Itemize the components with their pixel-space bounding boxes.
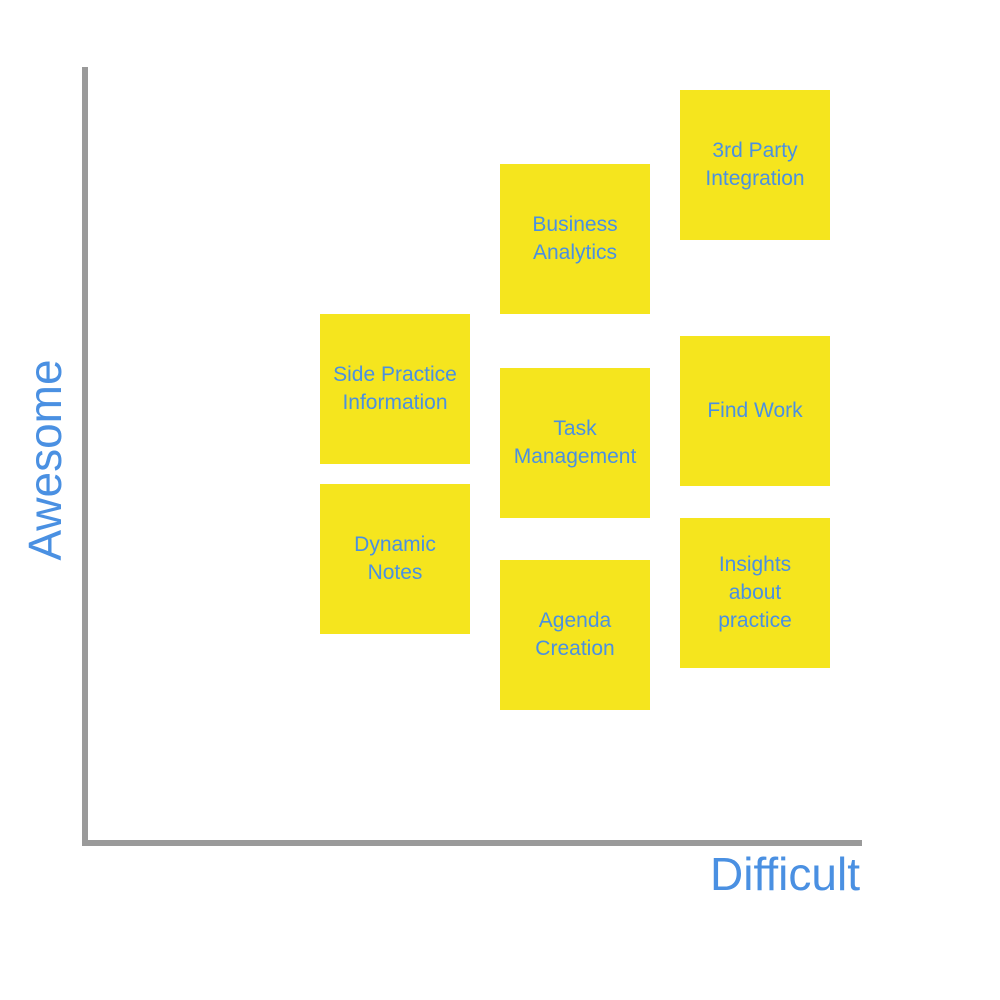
sticky-note-label: Insights about practice — [718, 553, 792, 632]
sticky-note-find-work[interactable]: Find Work — [680, 336, 830, 486]
sticky-note-insights-about-practice[interactable]: Insights about practice — [680, 518, 830, 668]
sticky-note-agenda-creation[interactable]: Agenda Creation — [500, 560, 650, 710]
sticky-note-label: 3rd Party Integration — [705, 139, 805, 190]
sticky-note-label: Find Work — [707, 399, 803, 422]
sticky-note-label: Dynamic Notes — [354, 533, 436, 584]
sticky-note-label: Business Analytics — [532, 213, 618, 264]
sticky-note-label: Task Management — [513, 417, 637, 468]
sticky-note-3rd-party-integration[interactable]: 3rd Party Integration — [680, 90, 830, 240]
sticky-note-label: Agenda Creation — [535, 609, 615, 660]
sticky-note-side-practice-information[interactable]: Side Practice Information — [320, 314, 470, 464]
x-axis-label: Difficult — [710, 848, 860, 900]
sticky-note-dynamic-notes[interactable]: Dynamic Notes — [320, 484, 470, 634]
x-axis-line — [82, 840, 862, 846]
y-axis-label: Awesome — [19, 359, 71, 561]
sticky-note-label: Side Practice Information — [333, 363, 457, 414]
y-axis-line — [82, 67, 88, 846]
sticky-note-task-management[interactable]: Task Management — [500, 368, 650, 518]
sticky-note-business-analytics[interactable]: Business Analytics — [500, 164, 650, 314]
